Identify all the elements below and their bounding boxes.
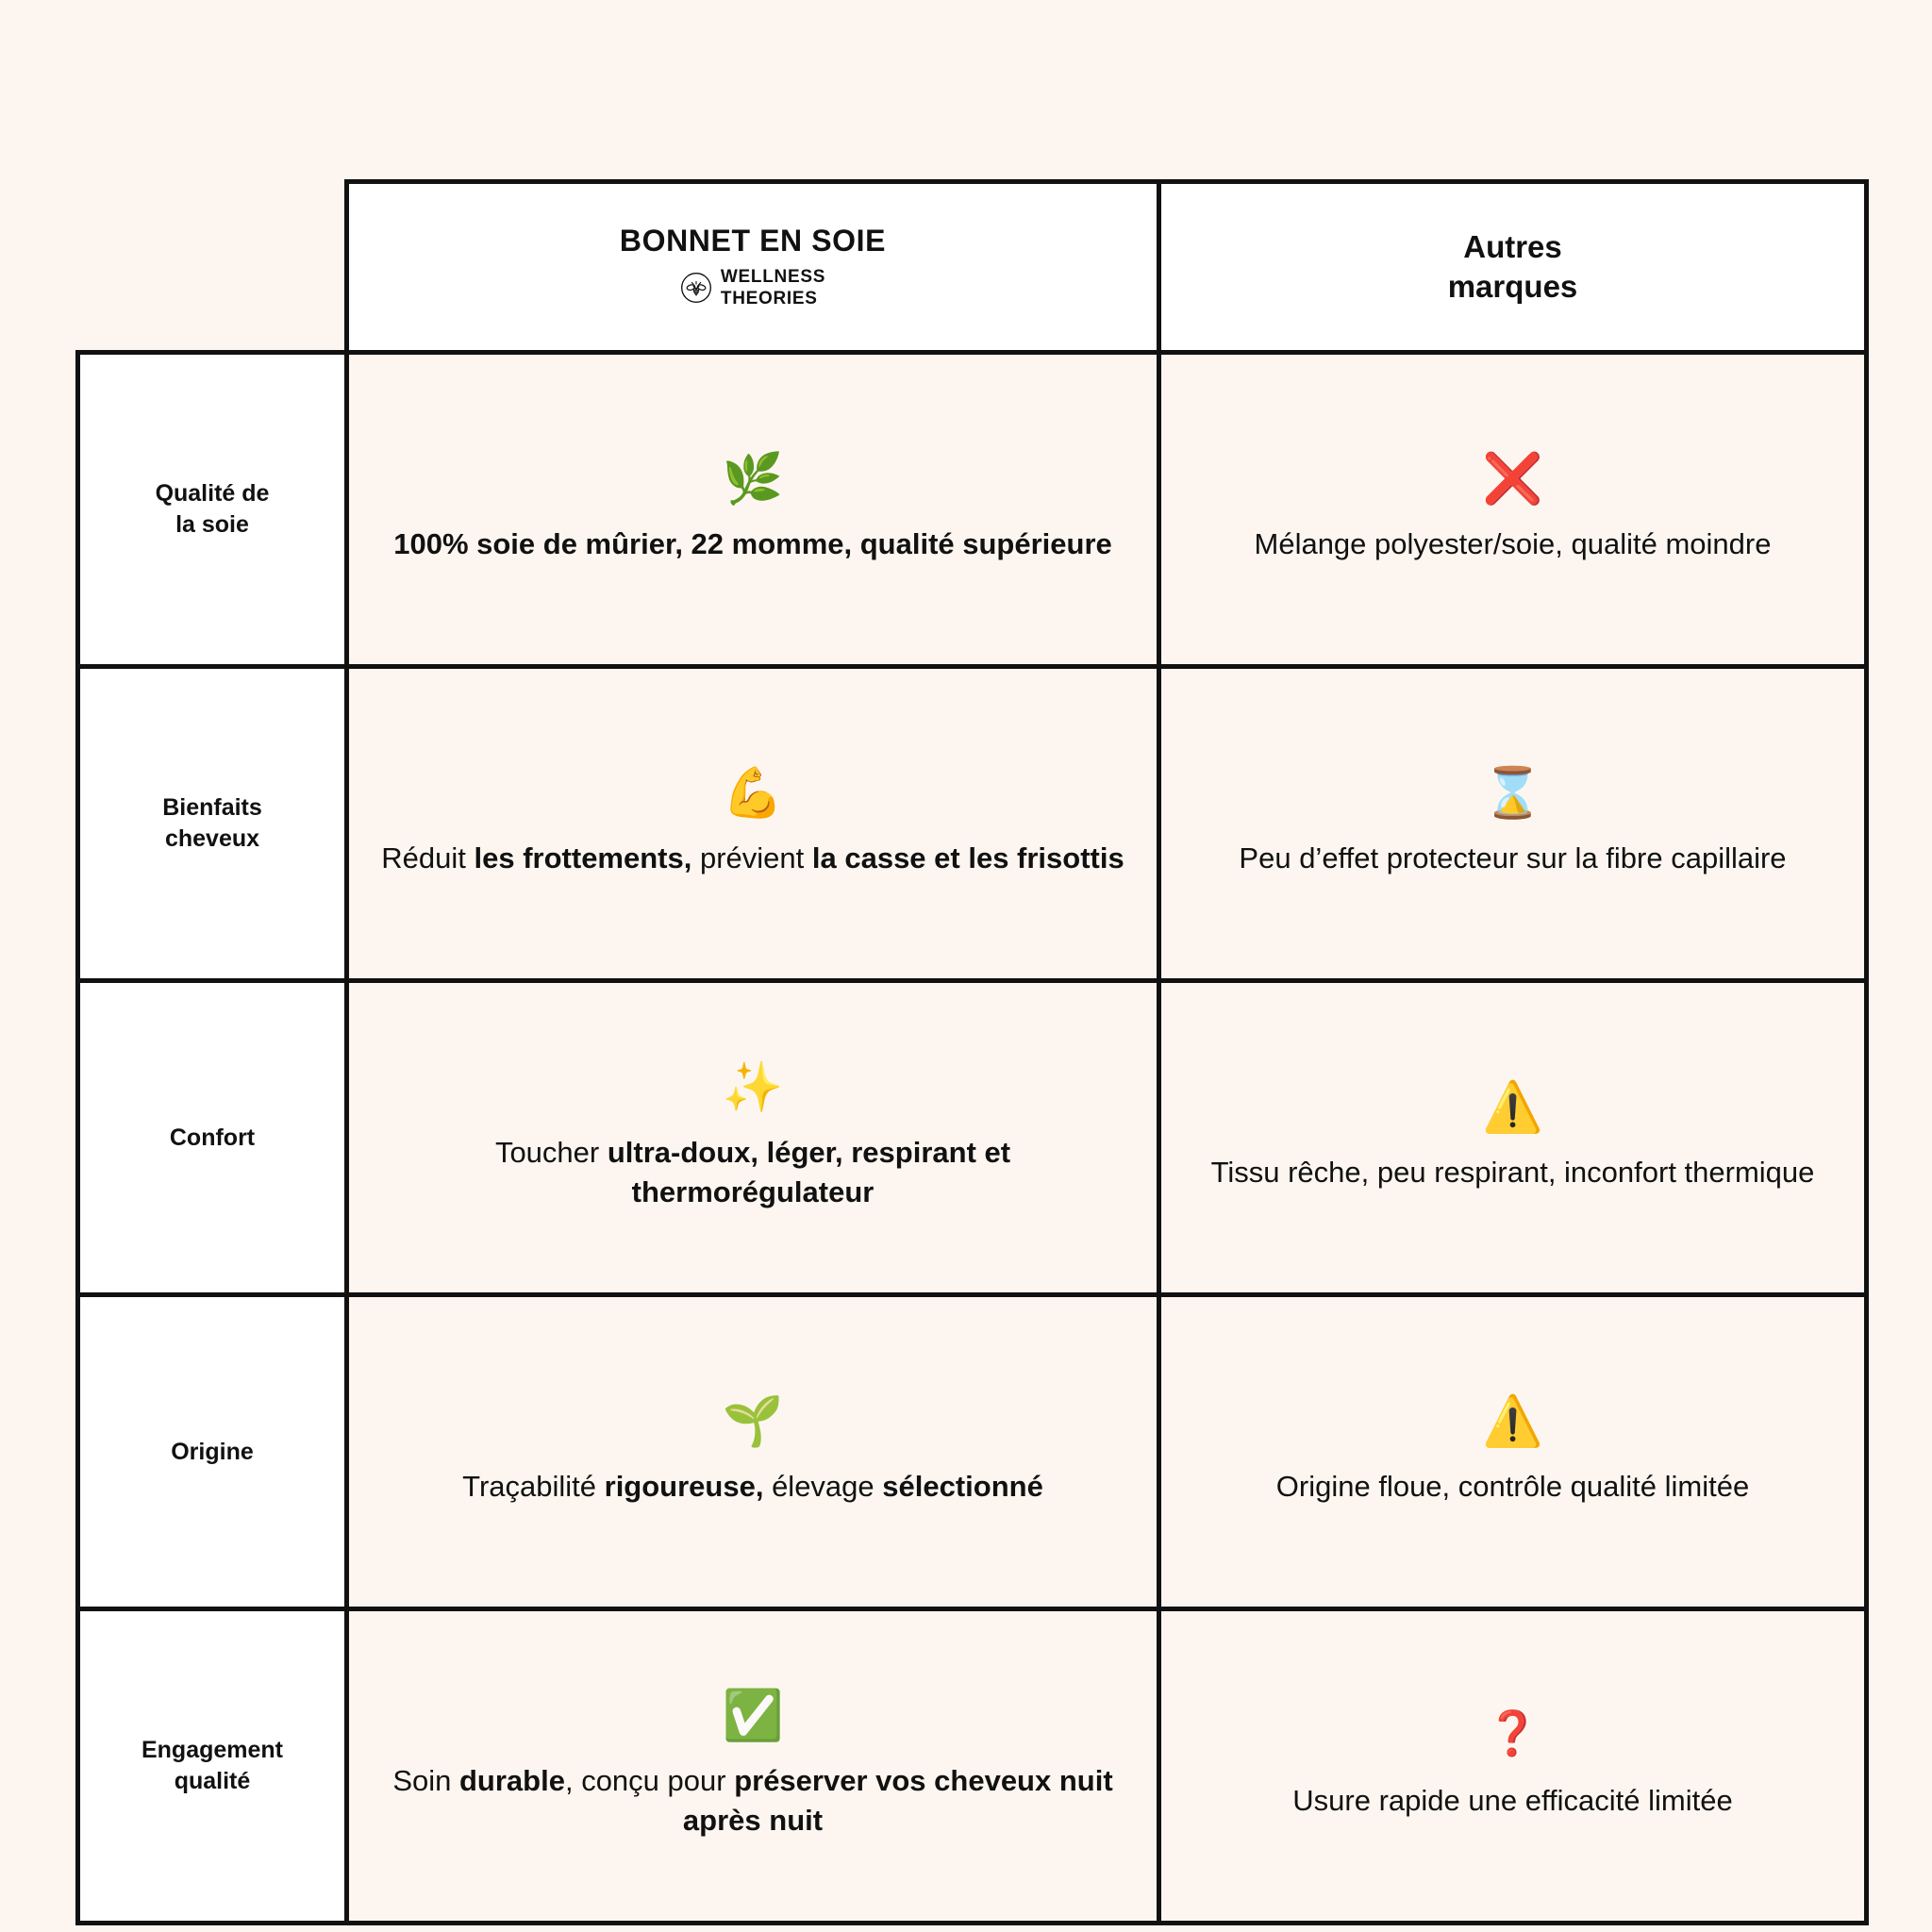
- other-cell-text: Peu d’effet protecteur sur la fibre capi…: [1239, 841, 1787, 875]
- table-row: Engagement qualité ✅ Soin durable, conçu po…: [75, 1607, 1869, 1925]
- sparkles-icon: ✨: [722, 1060, 784, 1116]
- brand-lockup: WELLNESS THEORIES: [366, 266, 1140, 309]
- seedling-icon: 🌱: [722, 1394, 784, 1450]
- other-cell-text: Tissu rêche, peu respirant, inconfort th…: [1210, 1156, 1815, 1190]
- brand-cell: ✨ Toucher ultra-doux, léger, respirant et…: [344, 978, 1161, 1297]
- table-body: Qualité de la soie 🌿 100% soie de mûrier, 2…: [75, 350, 1869, 1925]
- row-label-line-1: Confort: [169, 1124, 256, 1151]
- brand-cell-text: Soin durable, conçu pour préserver vos c…: [392, 1764, 1113, 1837]
- row-label: Confort: [75, 978, 349, 1297]
- table-row: Origine 🌱 Traçabilité rigoureuse, élevage …: [75, 1292, 1869, 1611]
- herb-leaf-icon: 🌿: [722, 452, 784, 508]
- header-row: BONNET EN SOIE W: [78, 179, 1869, 355]
- header-corner-spacer: [78, 182, 347, 353]
- row-label-line-1: Bienfaits: [162, 794, 262, 821]
- table-header: BONNET EN SOIE W: [78, 179, 1869, 355]
- row-label: Bienfaits cheveux: [75, 664, 349, 983]
- brand-title: BONNET EN SOIE: [619, 224, 887, 258]
- brand-cell: 💪 Réduit les frottements, prévient la cas…: [344, 664, 1161, 983]
- other-cell-text: Origine floue, contrôle qualité limitée: [1275, 1470, 1750, 1504]
- other-cell-text: Usure rapide une efficacité limitée: [1292, 1784, 1733, 1818]
- flexed-biceps-icon: 💪: [722, 766, 784, 822]
- row-label: Engagement qualité: [75, 1607, 349, 1925]
- other-brands-line-2: marques: [1447, 269, 1578, 304]
- other-cell-text: Mélange polyester/soie, qualité moindre: [1254, 527, 1772, 561]
- row-label-line-2: cheveux: [164, 825, 260, 852]
- brand-cell: 🌱 Traçabilité rigoureuse, élevage sélecti…: [344, 1292, 1161, 1611]
- bee-circle-icon: [680, 273, 711, 304]
- warning-triangle-icon: ⚠️: [1482, 1080, 1543, 1136]
- row-label-line-1: Engagement: [141, 1737, 284, 1763]
- red-question-mark-icon: ❓: [1485, 1708, 1541, 1758]
- row-label-line-1: Origine: [171, 1438, 254, 1465]
- row-label: Origine: [75, 1292, 349, 1611]
- other-cell: ⚠️ Origine floue, contrôle qualité limité…: [1157, 1292, 1869, 1611]
- other-cell: ❌ Mélange polyester/soie, qualité moindre: [1157, 350, 1869, 669]
- brand-subtitle-line-1: WELLNESS: [720, 267, 826, 288]
- other-cell: ❓ Usure rapide une efficacité limitée: [1157, 1607, 1869, 1925]
- header-brand-column: BONNET EN SOIE W: [344, 179, 1161, 355]
- brand-subtitle-line-2: THEORIES: [720, 289, 818, 309]
- other-brands-line-1: Autres: [1463, 229, 1562, 265]
- brand-subtitle: WELLNESS THEORIES: [721, 266, 825, 309]
- brand-cell: 🌿 100% soie de mûrier, 22 momme, qualité …: [344, 350, 1161, 669]
- other-cell: ⚠️ Tissu rêche, peu respirant, inconfort …: [1157, 978, 1869, 1297]
- green-check-box-icon: ✅: [722, 1689, 784, 1744]
- other-brands-title: Autres marques: [1178, 227, 1847, 306]
- row-label-line-1: Qualité de: [155, 480, 270, 507]
- comparison-table: BONNET EN SOIE W: [75, 179, 1869, 1925]
- brand-cell-text: Toucher ultra-doux, léger, respirant et …: [494, 1136, 1011, 1208]
- warning-triangle-icon: ⚠️: [1482, 1394, 1543, 1450]
- brand-cell-text: Réduit les frottements, prévient la cass…: [381, 841, 1124, 875]
- table-row: Bienfaits cheveux 💪 Réduit les frottements,…: [75, 664, 1869, 983]
- brand-cell: ✅ Soin durable, conçu pour préserver vos …: [344, 1607, 1161, 1925]
- table-row: Confort ✨ Toucher ultra-doux, léger, respi…: [75, 978, 1869, 1297]
- header-other-column: Autres marques: [1157, 179, 1869, 355]
- table-row: Qualité de la soie 🌿 100% soie de mûrier, 2…: [75, 350, 1869, 669]
- brand-cell-text: Traçabilité rigoureuse, élevage sélectio…: [462, 1470, 1043, 1504]
- row-label: Qualité de la soie: [75, 350, 349, 669]
- other-cell: ⌛ Peu d’effet protecteur sur la fibre cap…: [1157, 664, 1869, 983]
- hourglass-icon: ⌛: [1482, 766, 1543, 822]
- red-cross-mark-icon: ❌: [1482, 452, 1543, 508]
- brand-cell-text: 100% soie de mûrier, 22 momme, qualité s…: [393, 527, 1112, 561]
- row-label-line-2: qualité: [174, 1768, 251, 1794]
- row-label-line-2: la soie: [175, 511, 249, 538]
